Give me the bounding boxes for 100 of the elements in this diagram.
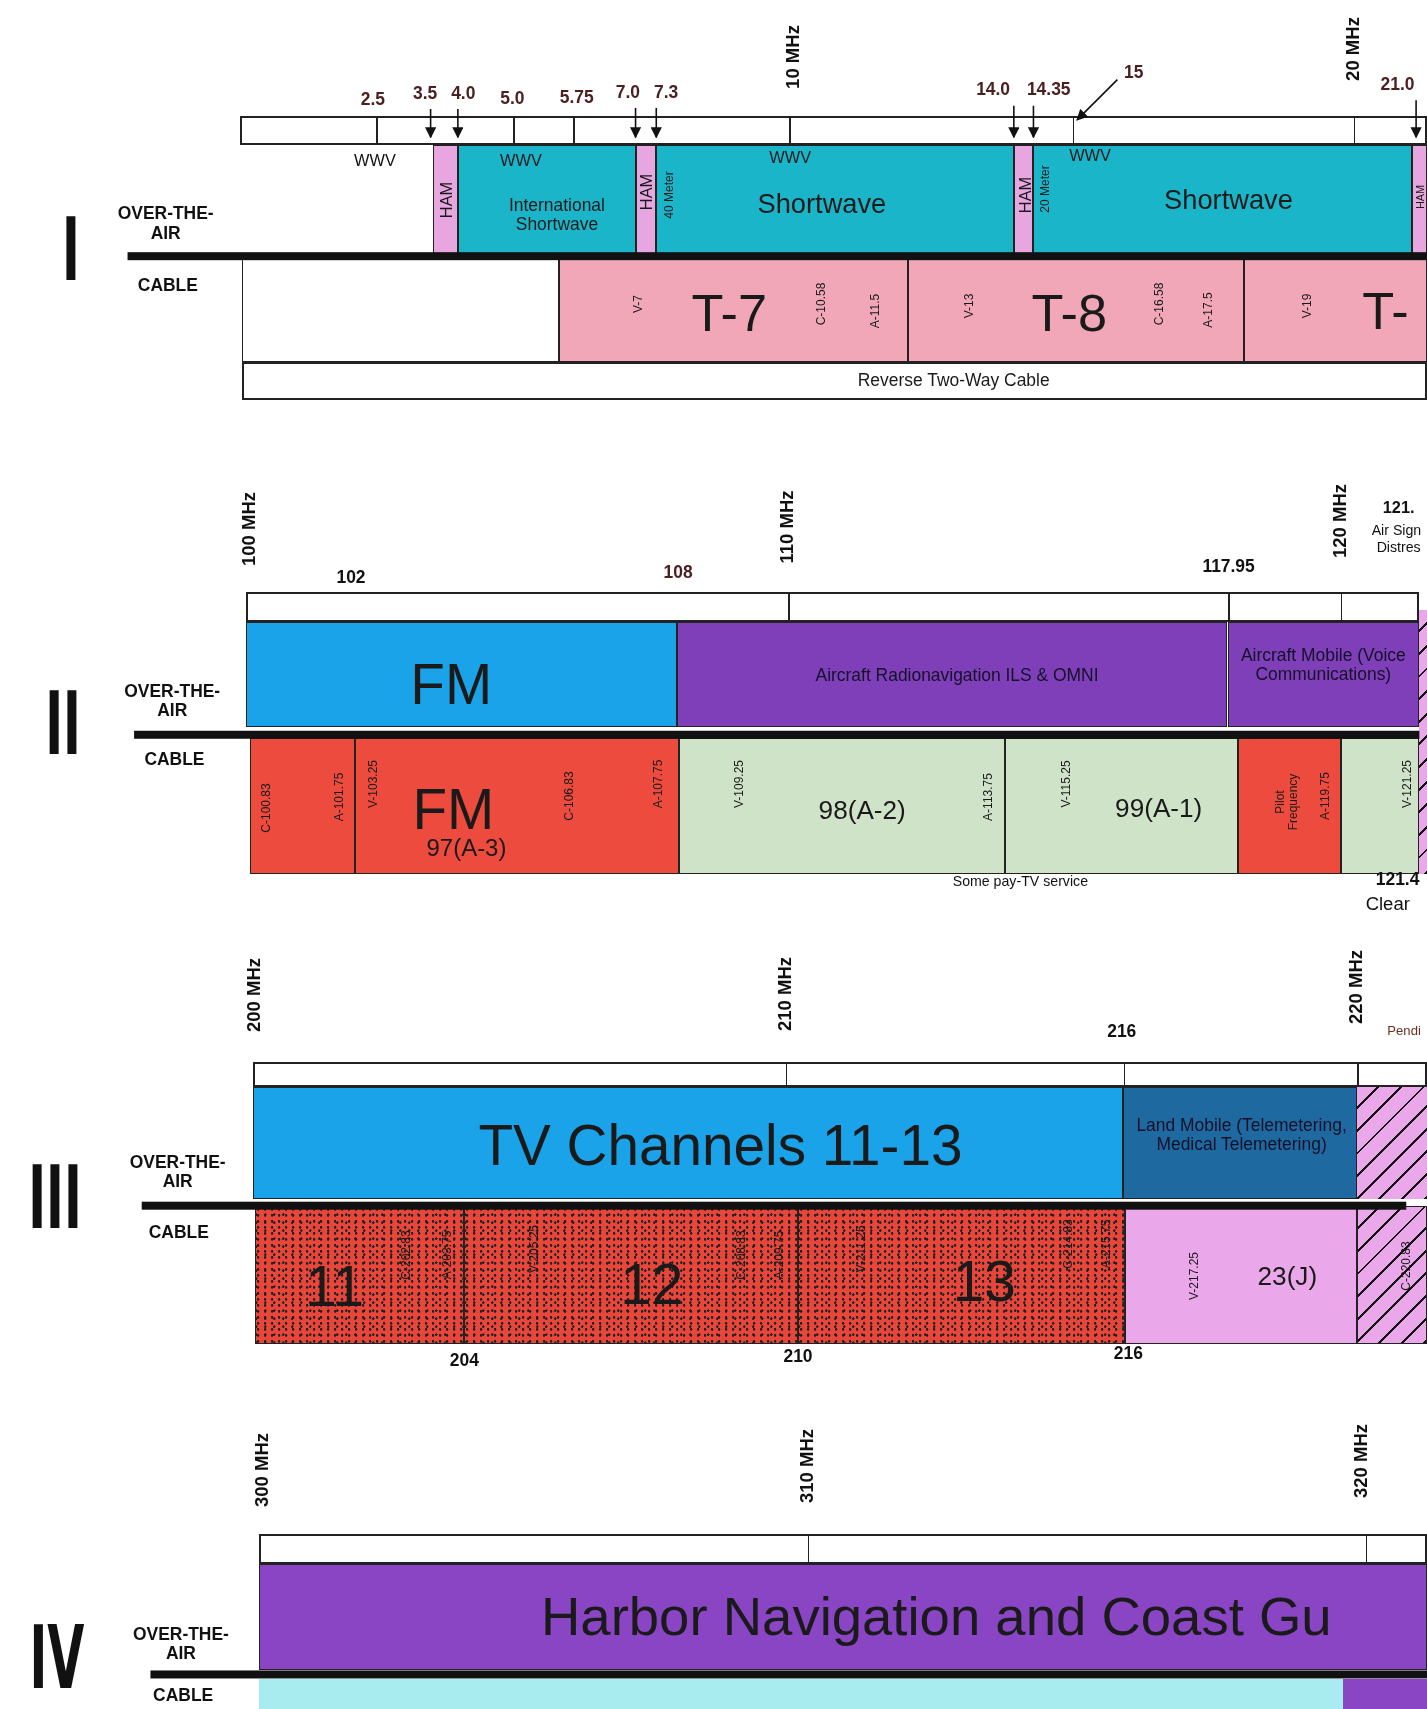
row-label: CABLE	[153, 1686, 214, 1706]
channel-label: 13	[952, 1250, 1016, 1314]
carrier-label: A-215.75	[1100, 1219, 1115, 1269]
cable-band	[259, 1678, 1344, 1709]
carrier-label: C-100.83	[260, 783, 274, 833]
row-label: CABLE	[148, 1223, 209, 1243]
arrow	[1008, 104, 1020, 139]
band-block	[252, 1086, 1123, 1200]
band-label: Shortwave	[1164, 185, 1293, 216]
frequency-label: 117.95	[1202, 557, 1255, 577]
carrier-label: HAM	[1015, 176, 1034, 214]
carrier-label: 20 Meter	[1039, 164, 1053, 213]
row-label: CABLE	[137, 276, 198, 296]
section-numeral: I	[61, 202, 80, 299]
band-block	[1227, 622, 1420, 728]
band-block	[457, 145, 636, 254]
carrier-label: V-13	[963, 293, 977, 319]
row-label: OVER-THE-AIR	[123, 681, 222, 721]
channel-label: T-7	[691, 285, 767, 343]
frequency-label: 204	[449, 1350, 479, 1371]
row-label: OVER-THE-AIR	[128, 1152, 227, 1192]
channel-block	[1357, 1205, 1427, 1345]
frequency-label: 210 MHz	[774, 957, 796, 1032]
band-label: 98(A-2)	[818, 795, 906, 825]
frequency-scale	[239, 115, 1427, 145]
hatched-band	[1357, 1086, 1427, 1200]
frequency-label: 3.5	[413, 84, 438, 104]
band-label: WWV	[1069, 145, 1111, 164]
channel-label: 11	[305, 1256, 364, 1319]
carrier-label: A-209.75	[773, 1230, 787, 1279]
band-label: Shortwave	[757, 188, 887, 219]
frequency-label: 210	[783, 1347, 813, 1367]
arrow	[425, 108, 437, 139]
arrow	[452, 108, 464, 139]
carrier-label: 40 Meter	[663, 171, 677, 219]
carrier-label: V-205.25	[528, 1225, 542, 1274]
frequency-label: 200 MHz	[243, 958, 265, 1033]
band-label: International Shortwave	[507, 195, 606, 234]
band-label: WWV	[769, 147, 812, 166]
carrier-label: V-115.25	[1060, 760, 1074, 808]
arrow	[1410, 99, 1422, 139]
frequency-label: 100 MHz	[238, 491, 259, 566]
station-label: WWV	[354, 151, 396, 170]
arrow	[1076, 78, 1119, 121]
frequency-label: 14.35	[1026, 80, 1071, 101]
band-block	[259, 1564, 1427, 1671]
note: Some pay-TV service	[952, 874, 1089, 890]
frequency-label: 5.0	[500, 89, 525, 109]
carrier-label: Pilot Frequency	[1274, 772, 1301, 833]
frequency-label: 120 MHz	[1329, 484, 1350, 559]
frequency-label: 21.0	[1380, 75, 1415, 95]
frequency-scale	[246, 591, 1420, 623]
frequency-label: 216	[1107, 1022, 1137, 1042]
note: Air Sign	[1371, 523, 1422, 539]
frequency-label: 310 MHz	[796, 1429, 817, 1504]
band-block	[1033, 145, 1412, 254]
carrier-label: V-103.25	[367, 759, 381, 808]
frequency-label: 220 MHz	[1345, 949, 1367, 1024]
carrier-label: A-113.75	[982, 772, 996, 821]
frequency-label: 15	[1124, 63, 1144, 83]
channel-label: T-8	[1031, 285, 1108, 343]
carrier-label: C-214.83	[1062, 1219, 1076, 1269]
carrier-label: C-208.83	[735, 1230, 749, 1280]
channel-label: 12	[620, 1254, 684, 1317]
frequency-label: 2.5	[360, 90, 385, 110]
frequency-label: 5.75	[559, 88, 594, 108]
band-block	[676, 622, 1228, 728]
arrow	[650, 107, 662, 139]
frequency-label: 7.0	[615, 83, 641, 103]
band-block	[656, 145, 1014, 254]
carrier-label: V-19	[1301, 293, 1315, 319]
band-label: Aircraft Radionavigation ILS & OMNI	[815, 666, 1099, 686]
channel-label: FM	[410, 653, 493, 716]
channel-label: Harbor Navigation and Coast Gu	[541, 1586, 1332, 1647]
band-label: 99(A-1)	[1115, 793, 1203, 823]
row-label: CABLE	[144, 750, 205, 770]
carrier-label: V-109.25	[733, 759, 747, 808]
frequency-label: 20 MHz	[1342, 17, 1364, 81]
frequency-label: 216	[1113, 1344, 1143, 1364]
frequency-label: 121.4	[1375, 870, 1420, 890]
frequency-scale	[259, 1533, 1427, 1565]
band-label: Land Mobile (Telemetering, Medical Telemetering)	[1135, 1115, 1348, 1154]
frequency-label: 7.3	[653, 83, 679, 103]
band-label: 23(J)	[1257, 1262, 1318, 1291]
carrier-label: C-10.58	[815, 282, 829, 326]
carrier-label: HAM	[436, 182, 455, 219]
note: Pendi	[1387, 1024, 1421, 1039]
carrier-label: C-202.83	[399, 1230, 414, 1280]
band-block	[432, 145, 458, 254]
frequency-scale	[252, 1061, 1427, 1087]
channel-label: TV Channels 11-13	[478, 1114, 963, 1177]
band-label: Reverse Two-Way Cable	[857, 371, 1050, 391]
carrier-label: A-107.75	[652, 759, 666, 808]
band-block	[246, 622, 677, 728]
section-numeral: II	[45, 676, 82, 773]
carrier-label: A-101.75	[333, 772, 347, 822]
frequency-label: 10 MHz	[782, 24, 803, 89]
cable-band	[1343, 1678, 1427, 1709]
note: Clear	[1365, 893, 1410, 914]
carrier-label: HAM	[637, 173, 656, 210]
